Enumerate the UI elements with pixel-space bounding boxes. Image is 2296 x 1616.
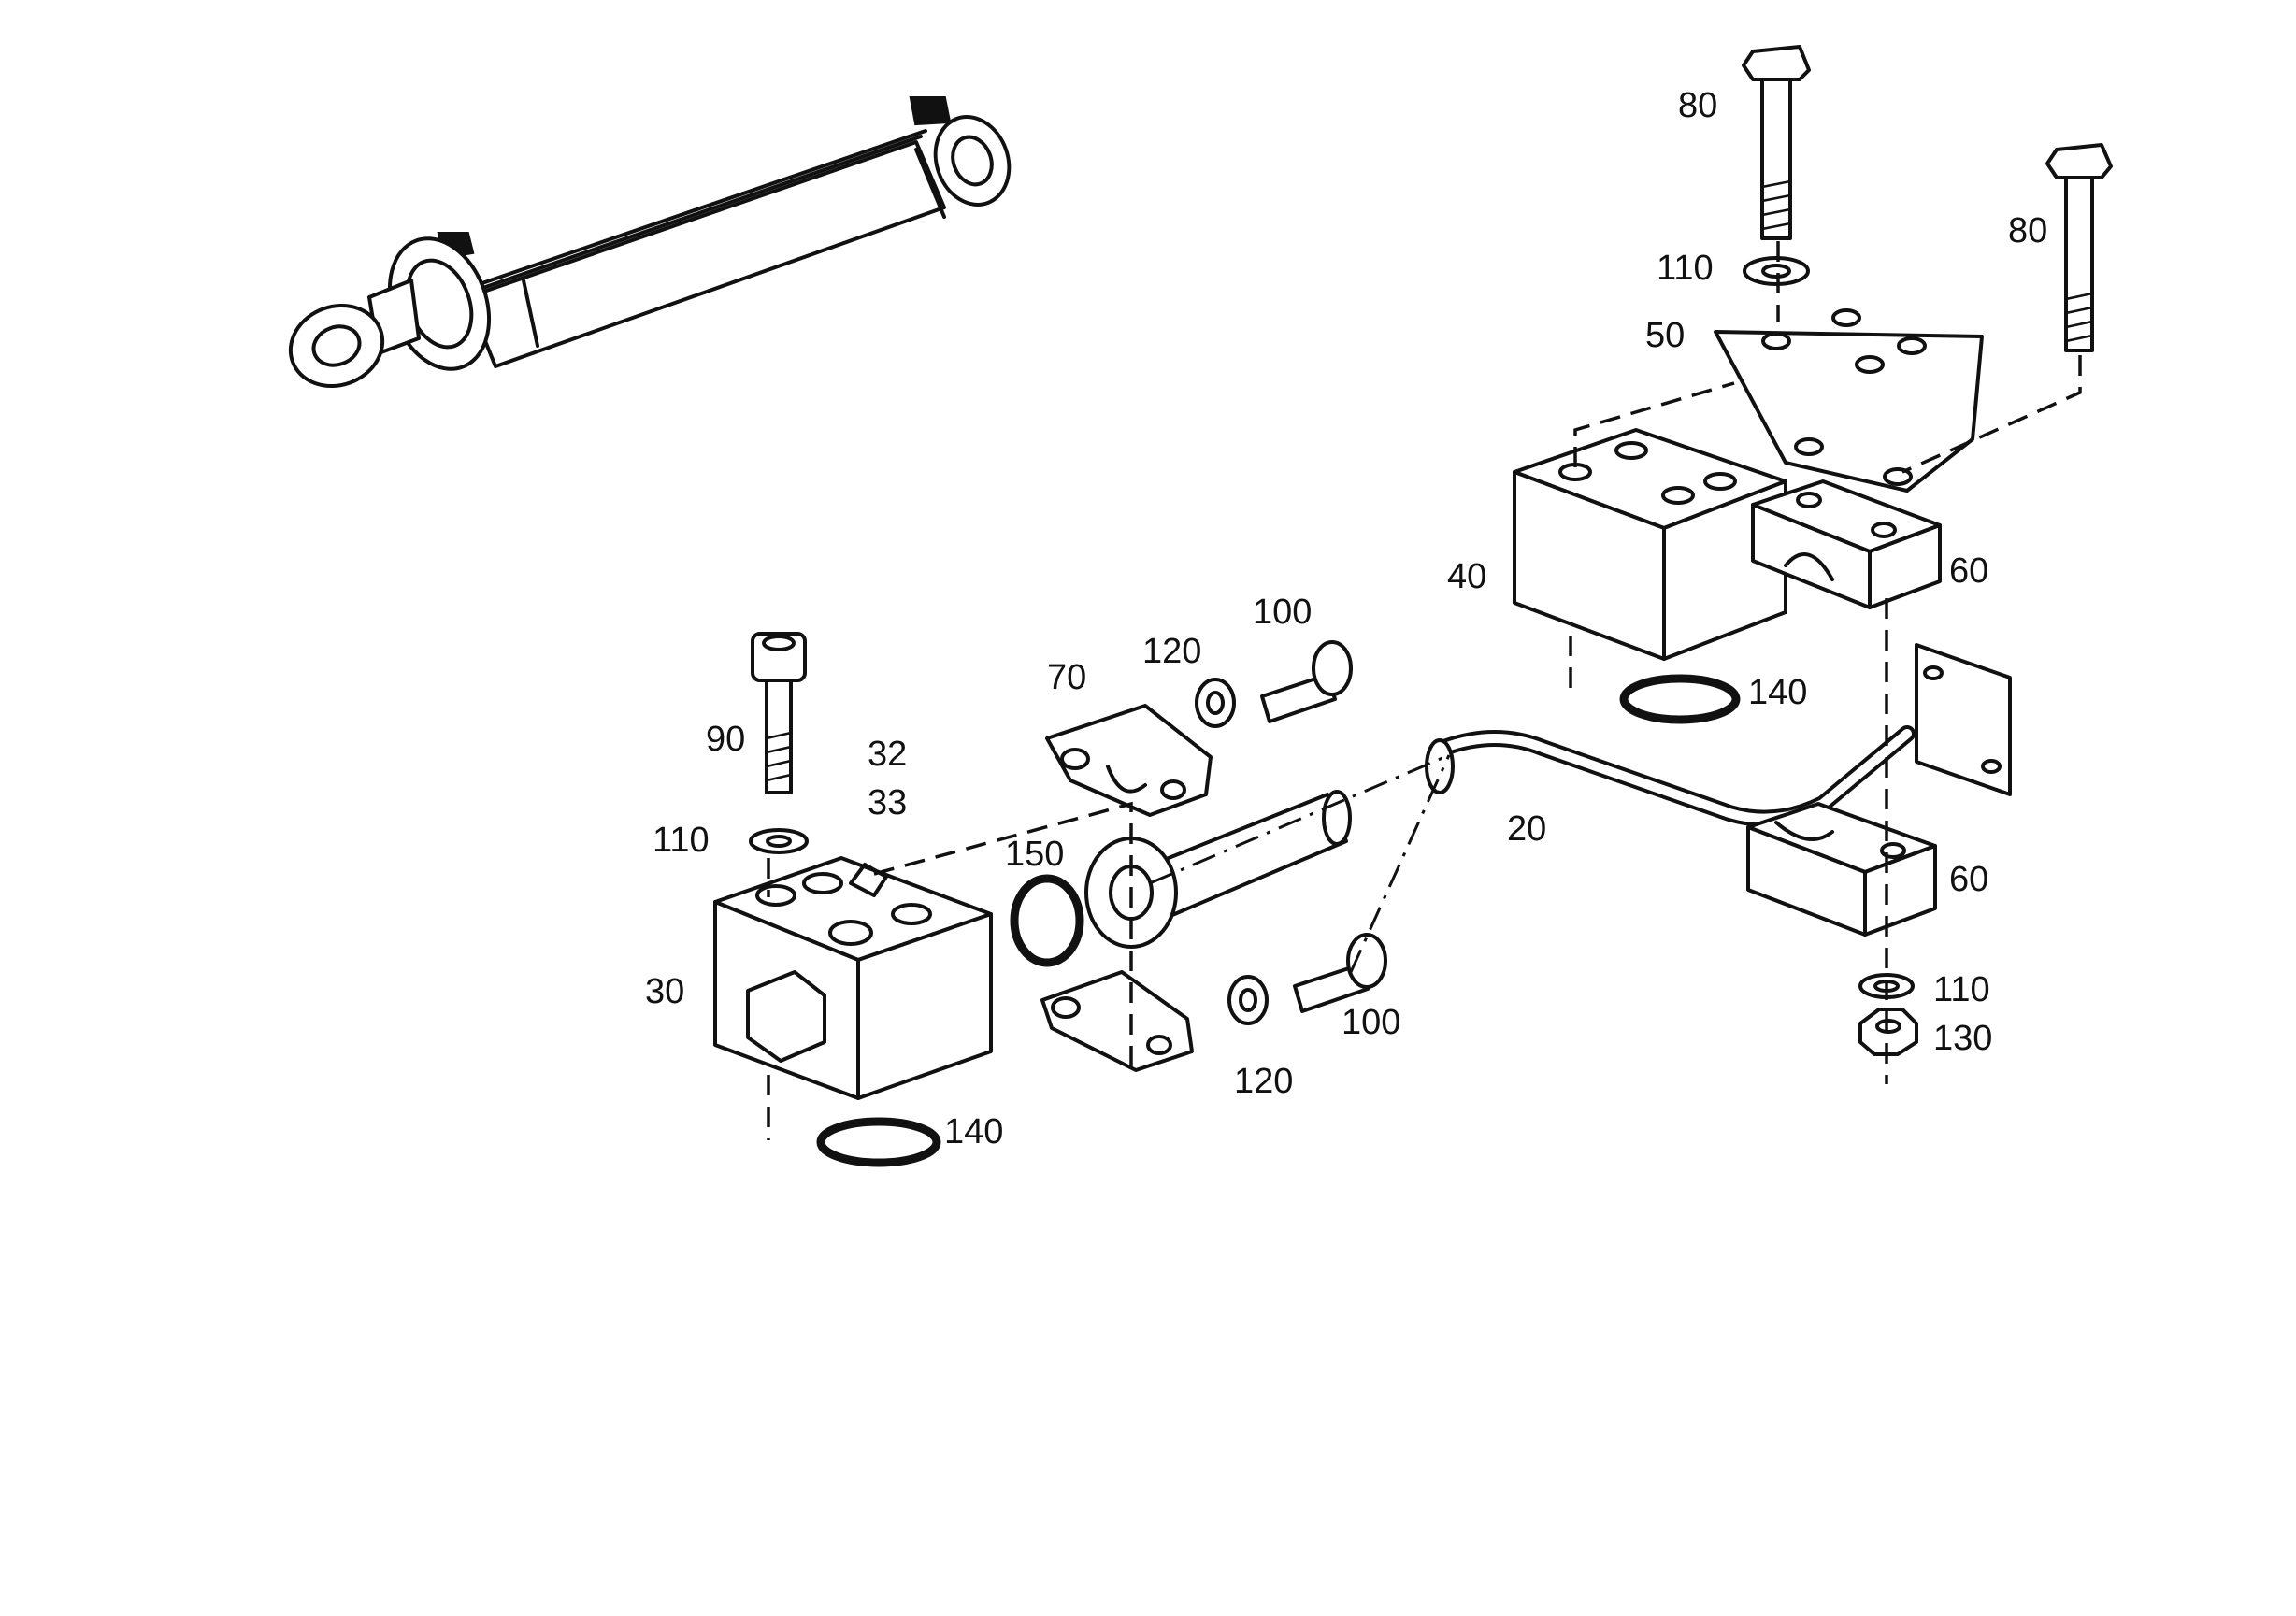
screw-100-lower — [1293, 933, 1387, 1013]
callout-130: 130 — [1933, 1019, 1993, 1058]
callout-33: 33 — [868, 783, 908, 822]
callout-140-right: 140 — [1748, 673, 1808, 712]
plate-50 — [1714, 308, 1984, 493]
clamp-block-60-lower — [1746, 802, 1937, 937]
callout-110-right: 110 — [1933, 970, 1990, 1009]
callout-30: 30 — [645, 972, 685, 1011]
callout-140-left: 140 — [944, 1112, 1004, 1151]
callout-32: 32 — [868, 735, 908, 774]
o-ring-140-right — [1619, 674, 1741, 724]
callout-120-upper: 120 — [1142, 632, 1202, 671]
washer-110-top — [1743, 256, 1810, 286]
valve-block-30 — [713, 856, 993, 1100]
bolt-80-center — [1742, 45, 1811, 240]
clamp-half-70 — [1045, 704, 1213, 817]
callout-100-lower: 100 — [1342, 1003, 1401, 1042]
callout-80-right: 80 — [2008, 211, 2048, 250]
callout-60-upper: 60 — [1949, 551, 1989, 591]
assembly-lines — [767, 241, 2082, 1140]
clamp-block-60-upper — [1751, 479, 1942, 609]
callout-60-lower: 60 — [1949, 860, 1989, 899]
pipe-20 — [1425, 643, 2012, 827]
callout-100-upper: 100 — [1253, 593, 1313, 632]
o-ring-150 — [1010, 874, 1084, 967]
washer-120-lower — [1227, 975, 1269, 1025]
hydraulic-cylinder — [288, 96, 1012, 389]
callout-20: 20 — [1507, 809, 1547, 849]
nut-130 — [1858, 1008, 1918, 1056]
callout-50: 50 — [1645, 316, 1686, 355]
callout-40: 40 — [1447, 557, 1487, 596]
screw-100-upper — [1260, 640, 1353, 723]
callout-110-top: 110 — [1657, 249, 1714, 288]
bolt-80-right — [2045, 143, 2113, 352]
bolt-90 — [751, 632, 807, 794]
washer-120-upper — [1195, 678, 1236, 728]
washer-110-left — [749, 828, 809, 854]
block-40 — [1513, 428, 1787, 661]
callout-120-lower: 120 — [1234, 1062, 1294, 1101]
callout-90: 90 — [706, 720, 746, 759]
clamp-half-lower — [1040, 970, 1194, 1072]
o-ring-140-left — [816, 1117, 941, 1167]
callout-110-left: 110 — [653, 821, 710, 860]
callout-70: 70 — [1047, 658, 1087, 697]
callout-150: 150 — [1005, 835, 1065, 874]
callout-80-center: 80 — [1678, 86, 1718, 125]
